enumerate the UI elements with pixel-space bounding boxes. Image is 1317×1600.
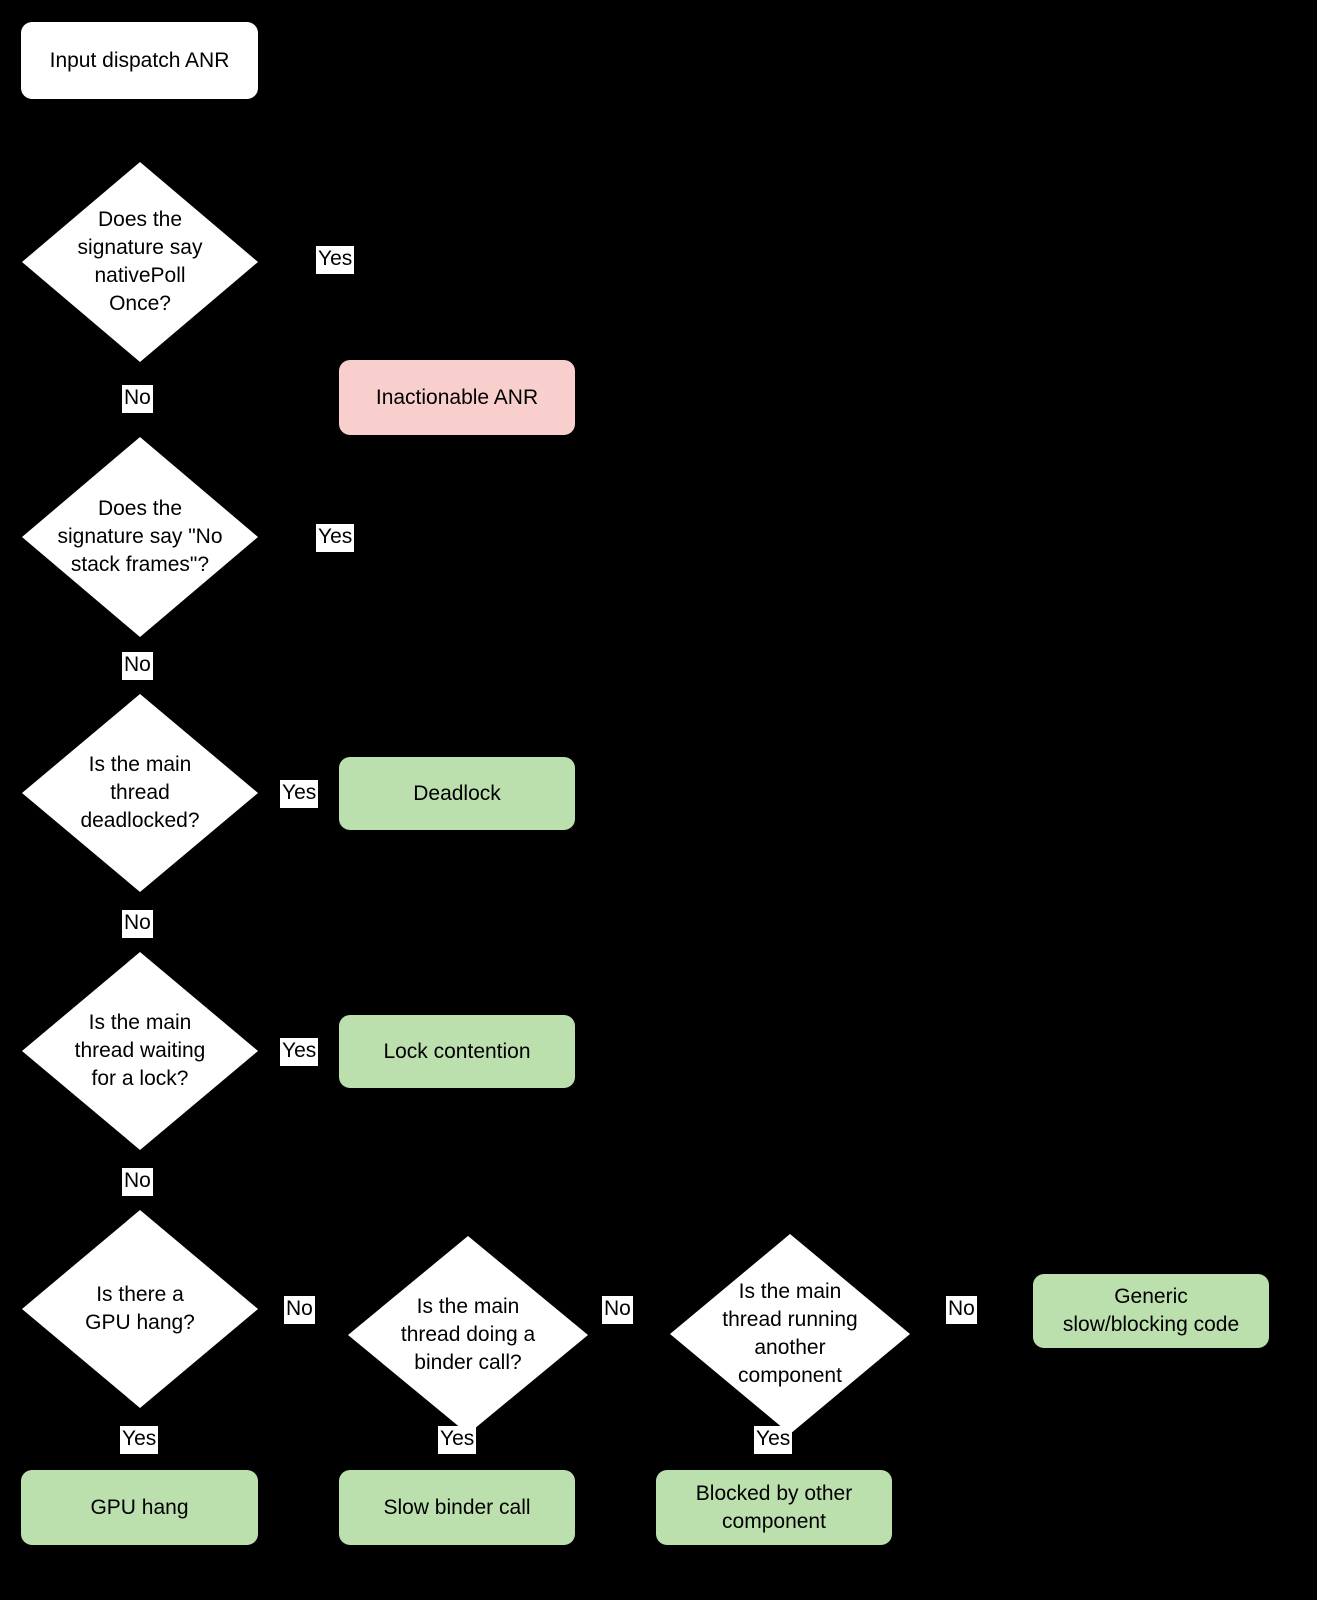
- node-decision-main-thread-deadlocked[interactable]: Is the main thread deadlocked?: [22, 694, 258, 892]
- arrowhead-gpuhang-no: [338, 1302, 349, 1316]
- edge-label-bindercall-no: No: [602, 1296, 633, 1324]
- node-label: Does the signature say "No stack frames"…: [57, 496, 223, 577]
- node-label: Slow binder call: [383, 1495, 531, 1519]
- node-result-gpu-hang[interactable]: GPU hang: [21, 1470, 258, 1545]
- node-decision-waiting-for-lock[interactable]: Is the main thread waiting for a lock?: [22, 952, 258, 1150]
- edge-label-deadlocked-no: No: [122, 910, 153, 938]
- edge-label-waitinglock-no: No: [122, 1168, 153, 1196]
- node-label: Is the main thread doing a binder call?: [400, 1294, 536, 1375]
- edge-label-othercomponent-no: No: [946, 1296, 977, 1324]
- edge-label-gpuhang-no: No: [284, 1296, 315, 1324]
- node-label: Blocked by other component: [695, 1481, 853, 1533]
- edge-nostackframes-yes-v: [456, 437, 458, 537]
- node-label: Deadlock: [413, 781, 501, 805]
- node-label: Generic slow/blocking code: [1062, 1285, 1240, 1336]
- node-result-blocked-by-other-component[interactable]: Blocked by other component: [656, 1470, 892, 1545]
- node-input-dispatch-anr[interactable]: Input dispatch ANR: [21, 22, 258, 99]
- edge-label-deadlocked-yes: Yes: [280, 780, 319, 808]
- edge-start-to-nativepoll: [138, 98, 140, 150]
- edge-label-waitinglock-yes: Yes: [280, 1038, 319, 1066]
- node-decision-no-stack-frames[interactable]: Does the signature say "No stack frames"…: [22, 437, 258, 637]
- edge-label-bindercall-yes: Yes: [438, 1426, 477, 1454]
- node-result-generic-slow-blocking-code[interactable]: Generic slow/blocking code: [1033, 1274, 1269, 1348]
- node-label: Lock contention: [383, 1039, 531, 1063]
- edge-othercomponent-no: [910, 1332, 1055, 1334]
- edge-label-gpuhang-yes: Yes: [120, 1426, 159, 1454]
- node-label: Does the signature say nativePoll Once?: [77, 207, 203, 316]
- node-decision-nativepollonce[interactable]: Does the signature say nativePoll Once?: [22, 162, 258, 362]
- edge-label-othercomponent-yes: Yes: [754, 1426, 793, 1454]
- edge-label-nativepoll-no: No: [122, 385, 153, 413]
- node-label: Is the main thread deadlocked?: [80, 752, 200, 833]
- edge-nostackframes-yes-h: [258, 537, 458, 539]
- node-label: Inactionable ANR: [375, 385, 539, 409]
- edge-nativepoll-yes-h: [258, 261, 458, 263]
- arrowhead-start-to-nativepoll: [132, 150, 146, 161]
- edge-label-nostackframes-no: No: [122, 652, 153, 680]
- node-label: Input dispatch ANR: [49, 48, 230, 72]
- edge-label-nativepoll-yes: Yes: [316, 246, 355, 274]
- node-decision-gpu-hang[interactable]: Is there a GPU hang?: [22, 1210, 258, 1408]
- node-result-deadlock[interactable]: Deadlock: [339, 757, 575, 830]
- arrowhead-nativepoll-yes: [450, 349, 464, 360]
- node-label: GPU hang: [90, 1495, 189, 1519]
- edge-label-nostackframes-yes: Yes: [316, 524, 355, 552]
- node-result-lock-contention[interactable]: Lock contention: [339, 1015, 575, 1088]
- arrowhead-bindercall-no: [660, 1302, 671, 1316]
- node-label: Is there a GPU hang?: [85, 1282, 195, 1334]
- node-result-inactionable-anr[interactable]: Inactionable ANR: [339, 360, 575, 435]
- node-label: Is the main thread running another compo…: [722, 1279, 858, 1388]
- node-decision-running-another-component[interactable]: Is the main thread running another compo…: [670, 1234, 910, 1434]
- node-label: Is the main thread waiting for a lock?: [74, 1010, 206, 1091]
- edge-nativepoll-yes-v: [456, 261, 458, 349]
- arrowhead-waitinglock-yes: [330, 1044, 341, 1058]
- node-result-slow-binder-call[interactable]: Slow binder call: [339, 1470, 575, 1545]
- arrowhead-deadlocked-yes: [330, 786, 341, 800]
- node-decision-binder-call[interactable]: Is the main thread doing a binder call?: [348, 1236, 588, 1434]
